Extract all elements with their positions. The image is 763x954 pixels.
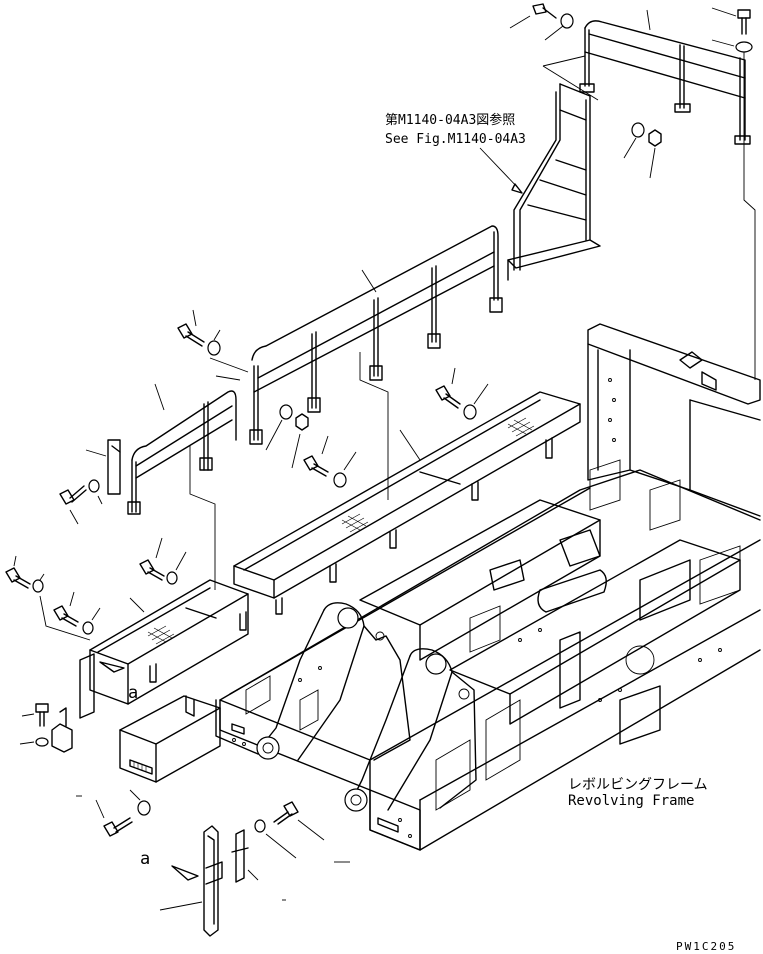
pin-boss — [256, 736, 280, 760]
middle-guardrail — [249, 225, 503, 445]
frame-label-jp: レボルビングフレーム — [568, 777, 708, 793]
washer-icon — [166, 571, 178, 585]
boom-pin-hole — [425, 653, 447, 675]
bolt-icon — [532, 3, 557, 19]
washer-icon — [735, 41, 753, 53]
washer-icon — [88, 479, 100, 493]
view-mark-a-lower: a — [140, 849, 150, 869]
bolt-icon — [35, 703, 49, 727]
bolt-icon — [303, 455, 329, 477]
washer-icon — [333, 472, 347, 488]
top-guardrail — [579, 20, 751, 145]
left-walkway — [79, 579, 249, 719]
step-box — [119, 695, 221, 783]
bolt-icon — [103, 817, 133, 837]
fig-ref-jp: 第M1140-04A3図参照 — [385, 112, 515, 128]
bolt-icon — [59, 485, 87, 505]
revolving-frame — [215, 323, 761, 851]
frame-label-en: Revolving Frame — [568, 793, 694, 809]
washer-icon — [82, 621, 94, 635]
left-guardrail — [107, 390, 237, 515]
pin-boss — [344, 788, 368, 812]
washer-icon — [35, 737, 49, 747]
washer-icon — [279, 404, 293, 420]
nut-icon — [295, 413, 309, 431]
bolt-icon — [5, 567, 31, 589]
washer-icon — [32, 579, 44, 593]
step-bracket — [203, 825, 249, 937]
washer-icon — [631, 122, 645, 138]
middle-walkway — [233, 391, 581, 615]
bolt-icon — [53, 605, 79, 627]
ladder — [507, 83, 601, 281]
washer-icon — [560, 13, 574, 29]
bolt-icon — [273, 801, 299, 825]
view-mark-a-upper: a — [128, 683, 138, 703]
mesh-pattern — [147, 625, 175, 645]
washer-icon — [137, 800, 151, 816]
bracket — [51, 707, 73, 753]
washer-icon — [463, 404, 477, 420]
bolt-icon — [435, 385, 461, 409]
washer-icon — [207, 340, 221, 356]
frame-holes — [232, 378, 722, 838]
bolt-icon — [139, 559, 165, 581]
fig-ref-en: See Fig.M1140-04A3 — [385, 132, 526, 147]
drawing-id: PW1C205 — [676, 940, 736, 953]
bolt-icon — [177, 323, 205, 347]
mesh-pattern — [341, 417, 535, 533]
nut-icon — [648, 129, 662, 147]
washer-icon — [254, 819, 266, 833]
boom-pin-hole — [337, 607, 359, 629]
bolt-icon — [737, 9, 751, 35]
